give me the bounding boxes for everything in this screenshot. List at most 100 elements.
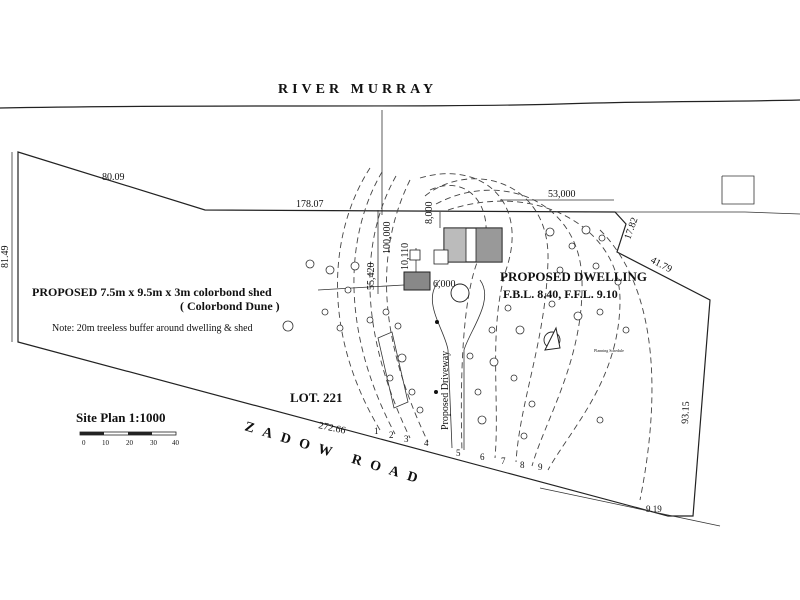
existing-structure [377, 331, 409, 409]
contour-label-7: 7 [501, 456, 506, 466]
tree-icon [382, 308, 390, 316]
tree-icon [305, 259, 315, 269]
road-edge-line [539, 487, 721, 527]
buffer-contour-8 [435, 189, 583, 467]
tree-icon [416, 406, 424, 414]
water-tank [409, 249, 421, 261]
tree-icon [614, 278, 622, 286]
planning-note: Planning Schedule [594, 348, 624, 353]
tree-icon [408, 388, 416, 396]
tree-icon [528, 400, 536, 408]
tree-icon [504, 304, 512, 312]
scale-bar [79, 431, 177, 436]
tree-icon [581, 225, 591, 235]
scale-tick-20: 20 [126, 439, 134, 447]
contour-label-9: 9 [538, 462, 543, 472]
tree-icon [488, 326, 496, 334]
tree-icon [344, 286, 352, 294]
tree-icon [366, 316, 374, 324]
proposed-shed [403, 271, 431, 291]
dim-9-19: 9.19 [646, 504, 662, 514]
contour-label-1: 1 [374, 426, 379, 436]
tree-icon [545, 227, 555, 237]
river-bank-line [0, 99, 800, 109]
river-label: RIVER MURRAY [278, 82, 437, 97]
contour-label-4: 4 [424, 438, 429, 448]
north-arrow-icon [543, 326, 561, 351]
contour-label-6: 6 [480, 452, 485, 462]
tree-icon [474, 388, 482, 396]
scale-tick-0: 0 [82, 439, 86, 447]
tree-icon [321, 308, 329, 316]
dim-178-07: 178.07 [296, 199, 324, 210]
dim-93-15: 93.15 [680, 401, 692, 424]
tree-icon [515, 325, 525, 335]
tree-icon [556, 266, 564, 274]
tree-icon [622, 326, 630, 334]
buffer-contour-5 [429, 185, 487, 453]
dim-53-000: 53,000 [548, 189, 576, 200]
shed-subtitle: ( Colorbond Dune ) [180, 299, 280, 313]
shed-leader-line [317, 284, 405, 291]
neighbour-boundary [615, 175, 800, 215]
tree-icon [596, 416, 604, 424]
contour-label-3: 3 [404, 434, 409, 444]
dim-81-49: 81.49 [0, 246, 11, 269]
tree-icon [336, 324, 344, 332]
dwelling-hatch-right [475, 227, 503, 263]
driveway-marker-2 [434, 390, 438, 394]
dim-8-000: 8,000 [424, 202, 435, 225]
buffer-contour-7 [424, 178, 549, 463]
driveway-turnaround [450, 283, 470, 303]
buffer-contour-2 [353, 171, 396, 435]
dim-41-79: 41.79 [649, 255, 674, 275]
dim-10-110: 10,110 [400, 243, 411, 270]
contour-label-8: 8 [520, 460, 525, 470]
buffer-contour-1 [337, 167, 381, 431]
tree-icon [466, 352, 474, 360]
buffer-contour-3 [369, 175, 411, 439]
driveway-label: Proposed Driveway [440, 351, 451, 430]
tree-icon [477, 415, 487, 425]
dwelling-title: PROPOSED DWELLING [500, 269, 647, 284]
driveway-marker [435, 320, 439, 324]
scale-tick-30: 30 [150, 439, 158, 447]
contour-label-2: 2 [389, 430, 394, 440]
buffer-contour-6 [419, 173, 513, 459]
buffer-contour-9 [447, 200, 621, 471]
tree-icon [548, 300, 556, 308]
dim-80-09: 80.09 [102, 172, 125, 183]
dwelling-porch [433, 249, 449, 265]
shed-title: PROPOSED 7.5m x 9.5m x 3m colorbond shed [32, 285, 272, 299]
dim-272-66: 272.66 [317, 420, 346, 436]
dim-6-000: 6,000 [433, 279, 456, 290]
dim-55-420: 55,420 [366, 263, 377, 291]
tree-icon [568, 242, 576, 250]
property-boundary [17, 151, 711, 517]
tree-icon [282, 320, 294, 332]
site-plan-title: Site Plan 1:1000 [76, 410, 166, 425]
tree-icon [350, 261, 360, 271]
tree-icon [489, 357, 499, 367]
tree-icon [510, 374, 518, 382]
scale-tick-40: 40 [172, 439, 180, 447]
tree-icon [592, 262, 600, 270]
scale-tick-10: 10 [102, 439, 110, 447]
tree-icon [394, 322, 402, 330]
dim-100-000: 100,000 [382, 222, 393, 255]
contour-label-5: 5 [456, 448, 461, 458]
tree-icon [397, 353, 407, 363]
dwelling-hatch-left [443, 227, 467, 263]
tree-icon [598, 234, 606, 242]
tree-icon [596, 308, 604, 316]
driveway-edge-left [431, 279, 453, 449]
treeless-buffer-note: Note: 20m treeless buffer around dwellin… [52, 323, 253, 334]
tree-icon [325, 265, 335, 275]
driveway-edge-right [463, 279, 486, 450]
dwelling-levels: F.B.L. 8.40, F.F.L. 9.10 [503, 287, 618, 301]
tree-icon [520, 432, 528, 440]
tree-icon [573, 311, 583, 321]
lot-label: LOT. 221 [290, 390, 343, 405]
